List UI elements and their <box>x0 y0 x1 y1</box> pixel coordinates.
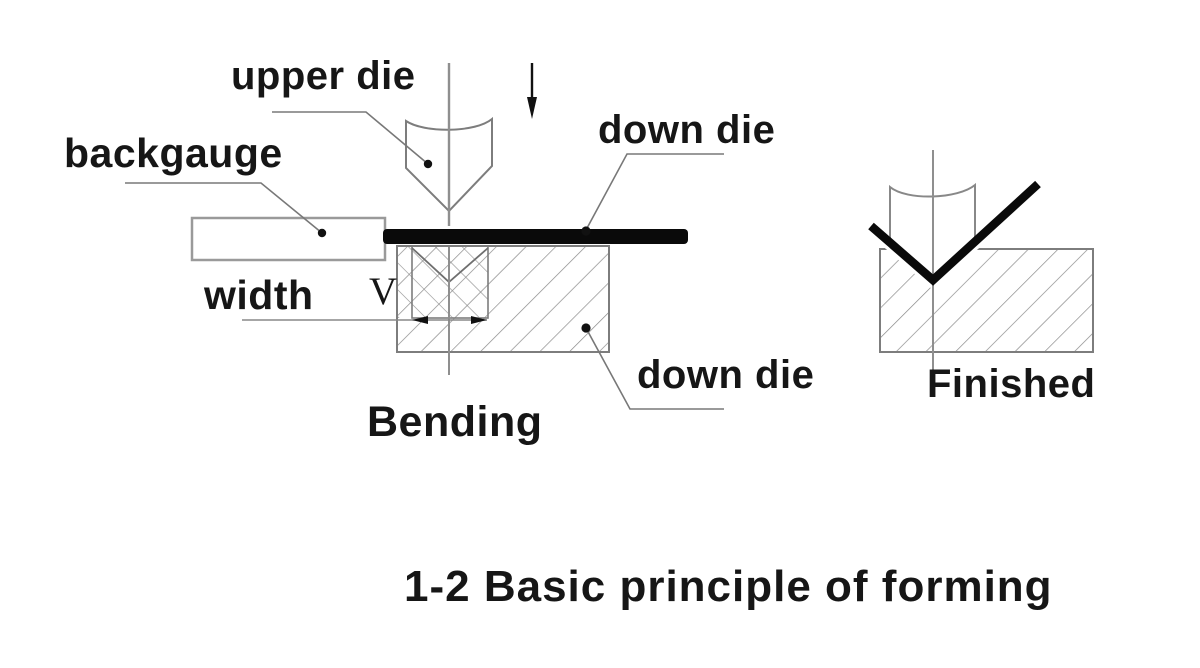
leader-upper-die <box>272 111 433 169</box>
down-die-sheet-label: down die <box>598 108 776 152</box>
v-symbol: V <box>369 270 398 313</box>
bent-sheet-shape <box>868 180 1041 286</box>
figure-caption: 1-2 Basic principle of forming <box>404 562 1053 611</box>
leader-down-die-block <box>581 323 724 410</box>
down-arrow-icon <box>527 63 537 119</box>
upper-die-label: upper die <box>231 54 416 98</box>
finished-label: Finished <box>927 362 1096 406</box>
leader-down-die-sheet <box>581 153 724 236</box>
down-die-block-label: down die <box>637 353 815 397</box>
finished-figure <box>866 150 1094 374</box>
width-label: width <box>204 272 314 318</box>
backgauge-label: backgauge <box>64 130 283 176</box>
bending-figure <box>125 63 724 410</box>
bending-label: Bending <box>367 398 543 446</box>
die-insert-hatch <box>398 247 488 318</box>
backgauge-shape <box>190 216 387 262</box>
width-dimension-line <box>242 316 487 324</box>
sheet-metal-shape <box>383 229 688 244</box>
leader-backgauge <box>125 182 327 238</box>
